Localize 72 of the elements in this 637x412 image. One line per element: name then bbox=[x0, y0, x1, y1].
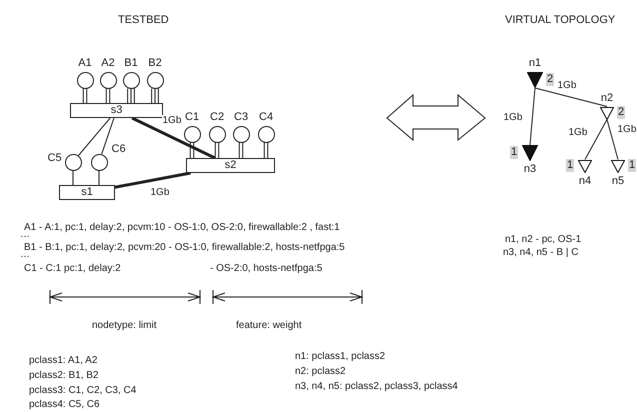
connector-line bbox=[78, 118, 111, 156]
connector-line bbox=[242, 142, 244, 158]
node-label: C2 bbox=[210, 110, 224, 122]
edge-label: 1Gb bbox=[162, 115, 182, 126]
node-label: B2 bbox=[148, 56, 162, 68]
class-definition: pclass1: A1, A2 bbox=[29, 355, 98, 367]
node-label: n1 bbox=[528, 57, 542, 69]
connector-line bbox=[130, 88, 132, 104]
connector-line bbox=[218, 142, 220, 158]
node-label: C4 bbox=[259, 110, 273, 122]
connector-line bbox=[86, 88, 88, 104]
connector-line bbox=[606, 119, 618, 160]
edge-label: 1Gb bbox=[616, 124, 637, 135]
node-label: A2 bbox=[101, 56, 115, 68]
switch-box: s1 bbox=[59, 185, 115, 200]
section-title: VIRTUAL TOPOLOGY bbox=[505, 14, 616, 26]
node-label: A1 bbox=[78, 56, 92, 68]
node-label: n4 bbox=[578, 174, 592, 186]
link-line bbox=[131, 116, 216, 160]
connector-line bbox=[72, 170, 74, 186]
node-label: C5 bbox=[48, 152, 62, 164]
node-label: C1 bbox=[185, 110, 199, 122]
connector-line bbox=[530, 88, 536, 146]
node-label: n2 bbox=[600, 92, 614, 104]
count-badge: 1 bbox=[566, 159, 574, 172]
count-badge: 1 bbox=[628, 159, 636, 172]
connector-line bbox=[238, 142, 240, 158]
connector-line bbox=[101, 118, 114, 154]
switch-box: s2 bbox=[186, 158, 275, 173]
class-definition: pclass2: B1, B2 bbox=[29, 370, 98, 382]
class-definition: pclass3: C1, C2, C3, C4 bbox=[29, 385, 136, 397]
connector-line bbox=[190, 142, 191, 158]
link-line bbox=[114, 172, 191, 189]
section-title: TESTBED bbox=[118, 14, 169, 26]
connector-line bbox=[82, 88, 84, 104]
mapping-note: n3, n4, n5 - B | C bbox=[503, 247, 578, 259]
switch-box: s3 bbox=[70, 103, 163, 118]
attribute-text: C1 - C:1 pc:1, delay:2 bbox=[24, 263, 121, 275]
node-label: n3 bbox=[523, 163, 537, 175]
connector-line bbox=[214, 142, 216, 158]
class-assignment: n2: pclass2 bbox=[295, 366, 346, 378]
class-assignment: n3, n4, n5: pclass2, pclass3, pclass4 bbox=[295, 381, 458, 393]
connector-line bbox=[158, 88, 159, 104]
node-label: B1 bbox=[124, 56, 138, 68]
node-label: n5 bbox=[611, 174, 625, 186]
connector-line bbox=[106, 88, 107, 104]
count-badge: 2 bbox=[546, 73, 554, 86]
connector-line bbox=[264, 142, 265, 158]
class-assignment: n1: pclass1, pclass2 bbox=[295, 351, 386, 363]
connector-line bbox=[193, 142, 194, 158]
attribute-text: - OS-2:0, hosts-netfpga:5 bbox=[210, 263, 322, 275]
connector-line bbox=[267, 142, 268, 158]
connector-line bbox=[151, 88, 152, 104]
class-definition: pclass4: C5, C6 bbox=[29, 399, 100, 411]
dimension-label: nodetype: limit bbox=[92, 320, 156, 332]
connector-line bbox=[109, 88, 110, 104]
node-label: C6 bbox=[112, 143, 126, 155]
edge-label: 1Gb bbox=[502, 112, 524, 123]
connector-line bbox=[134, 88, 135, 104]
connector-line bbox=[98, 170, 100, 186]
count-badge: 2 bbox=[617, 106, 626, 119]
connector-line bbox=[534, 88, 608, 107]
connector-line bbox=[154, 88, 156, 104]
edge-label: 1Gb bbox=[568, 127, 588, 138]
connector-line bbox=[584, 119, 608, 160]
dimension-label: feature: weight bbox=[236, 320, 302, 332]
mapping-note: n1, n2 - pc, OS-1 bbox=[505, 234, 582, 246]
count-badge: 1 bbox=[510, 146, 518, 159]
node-label: C3 bbox=[234, 110, 248, 122]
connector-line bbox=[127, 88, 128, 104]
edge-label: 1Gb bbox=[150, 187, 170, 198]
edge-label: 1Gb bbox=[556, 80, 578, 91]
